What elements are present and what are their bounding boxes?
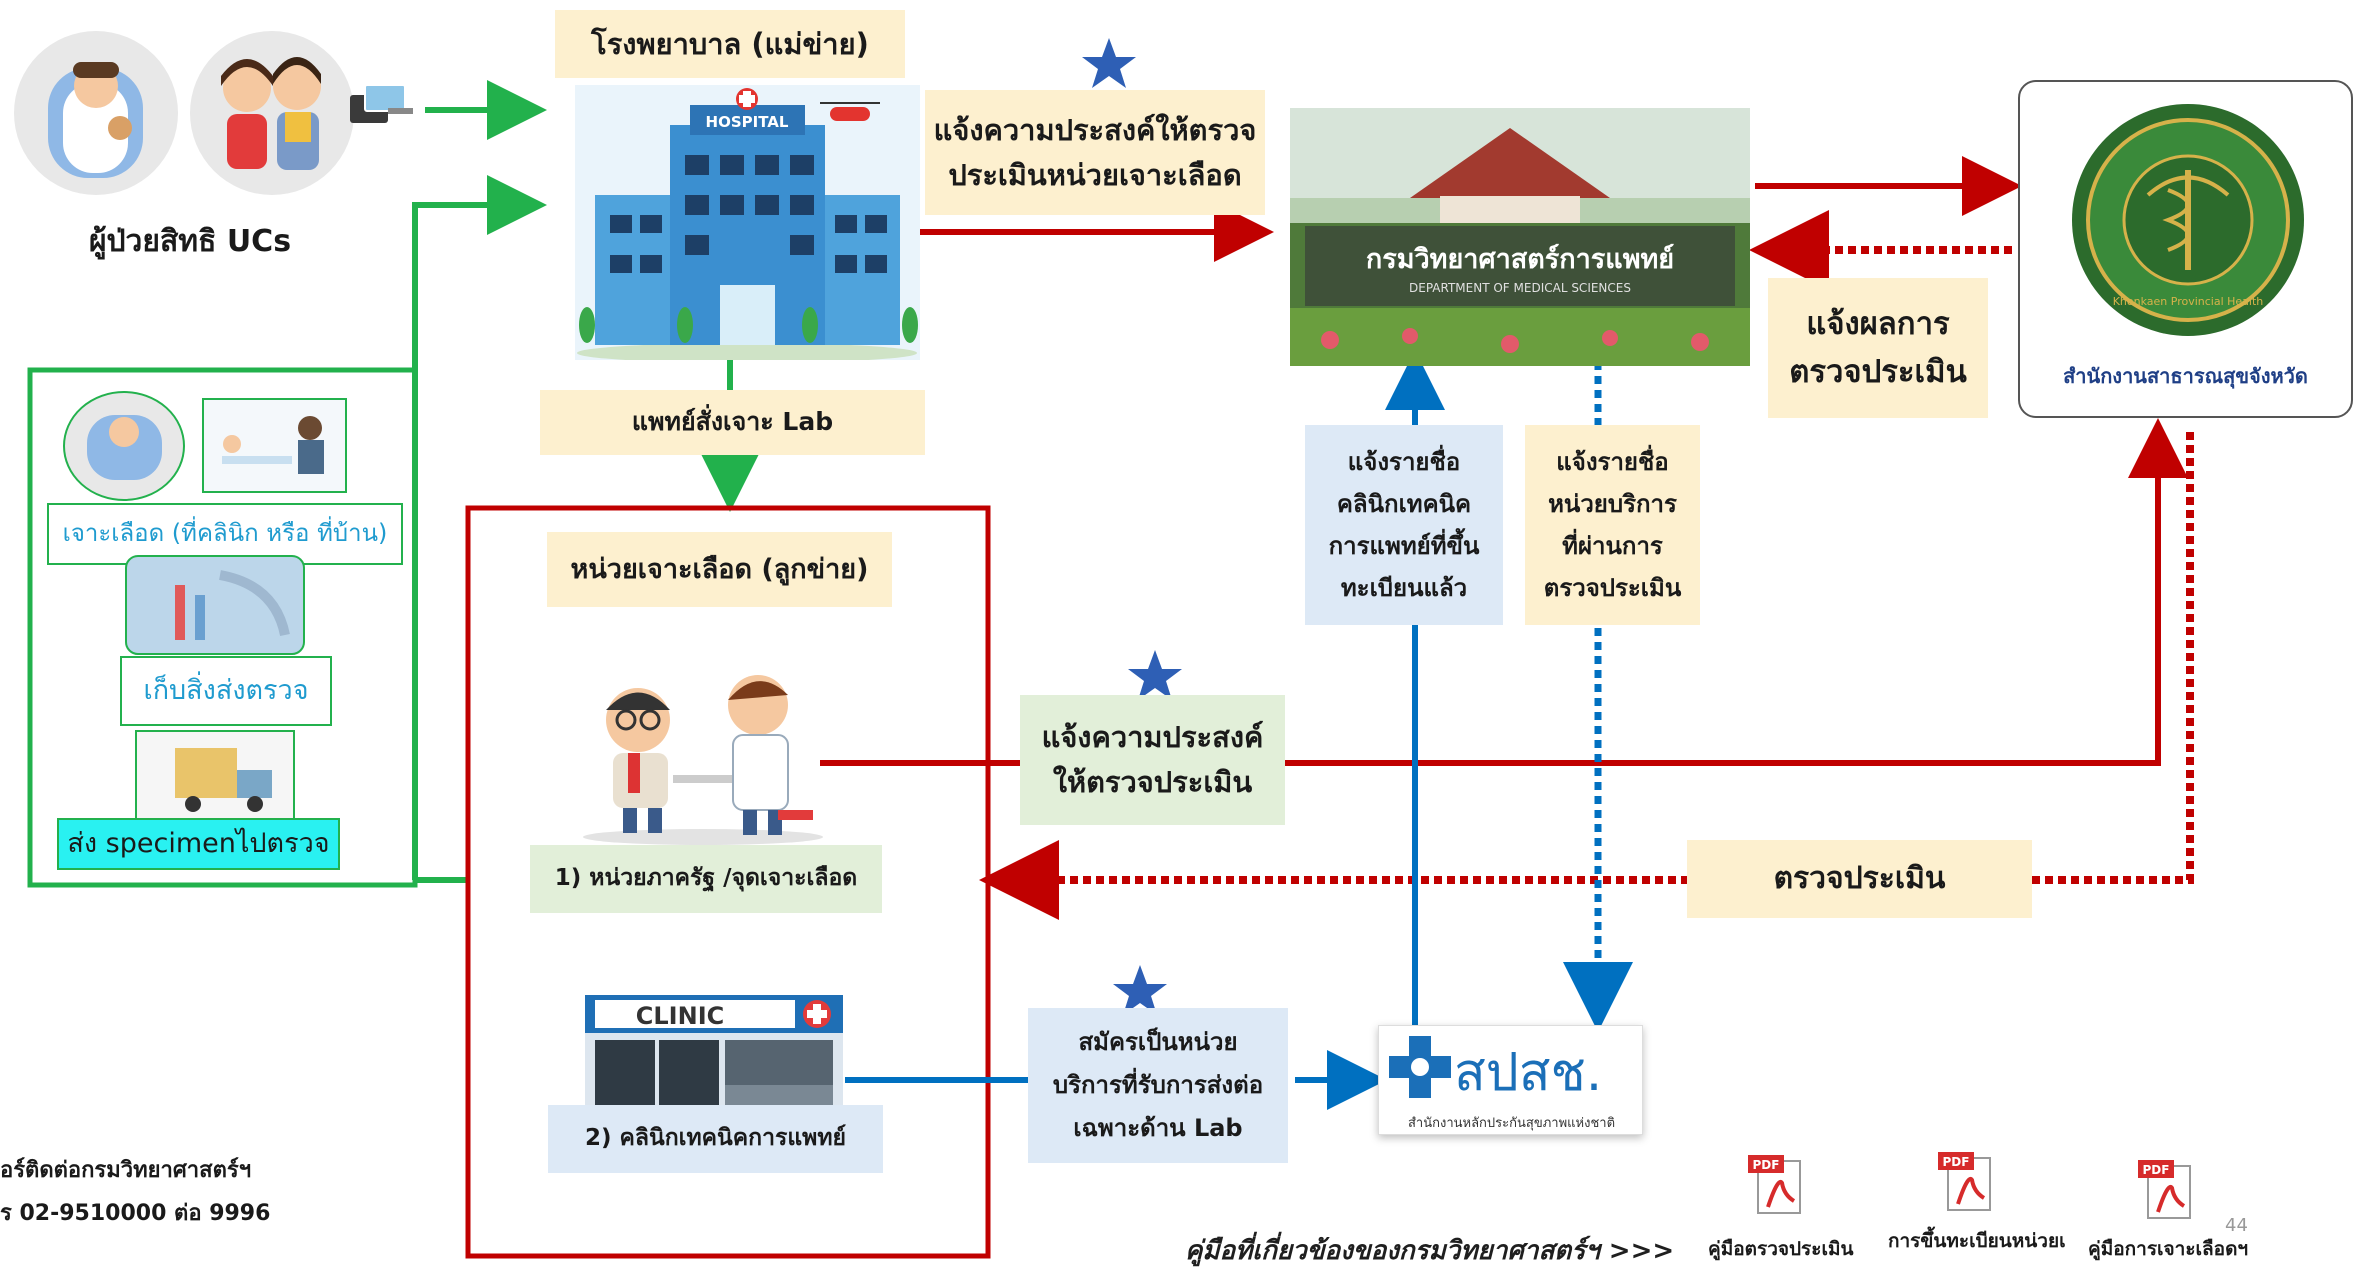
pdf-manual-register-label[interactable]: การขึ้นทะเบียนหน่วยเ <box>1888 1230 2066 1252</box>
public-unit-label: 1) หน่วยภาครัฐ /จุดเจาะเลือด <box>530 845 882 913</box>
notify-clinic-list-label: แจ้งรายชื่อคลินิกเทคนิค การแพทย์ที่ขึ้นท… <box>1305 425 1503 625</box>
contact-line-2: ร 02-9510000 ต่อ 9996 <box>0 1201 271 1226</box>
hospital-sign: HOSPITAL <box>706 113 789 131</box>
specimen-illustration <box>125 555 305 655</box>
arrow-panel-to-hospital <box>412 175 547 880</box>
patient-illustration <box>8 28 188 198</box>
svg-text:PDF: PDF <box>1753 1158 1780 1172</box>
pdf-manual-assess-label[interactable]: คู่มือตรวจประเมิน <box>1708 1238 1854 1260</box>
pdf-manual-assess[interactable]: PDF <box>1740 1155 1815 1223</box>
page-number: 44 <box>2225 1215 2248 1236</box>
notify-assess-label: แจ้งความประสงค์ให้ตรวจประเมิน <box>1020 695 1285 825</box>
contact-line-1: อร์ติดต่อกรมวิทยาศาสตร์ฯ <box>0 1158 252 1183</box>
register-label: สมัครเป็นหน่วยบริการที่รับการส่งต่อเฉพาะ… <box>1028 1008 1288 1163</box>
hospital-illustration: HOSPITAL <box>575 85 920 363</box>
nhso-logo-text: สปสช. <box>1454 1043 1603 1103</box>
star-icon <box>1128 650 1182 700</box>
delivery-truck-illustration <box>135 730 295 825</box>
draw-unit-title: หน่วยเจาะเลือด (ลูกข่าย) <box>547 532 892 607</box>
report-result-label: แจ้งผลการตรวจประเมิน <box>1768 278 1988 418</box>
order-lab-label: แพทย์สั่งเจาะ Lab <box>540 390 925 455</box>
hospital-title: โรงพยาบาล (แม่ข่าย) <box>555 10 905 78</box>
nhso-logo: สปสช. สำนักงานหลักประกันสุขภาพแห่งชาติ <box>1378 1025 1643 1135</box>
provincial-name: สำนักงานสาธารณสุขจังหวัด <box>2063 364 2308 388</box>
pdf-icon: PDF <box>2138 1160 2191 1219</box>
star-icon <box>1082 38 1136 88</box>
family-illustration <box>185 28 360 198</box>
id-card-reader-icon <box>345 80 420 135</box>
svg-text:PDF: PDF <box>1943 1155 1970 1169</box>
notify-dms-label: แจ้งความประสงค์ให้ตรวจประเมินหน่วยเจาะเล… <box>925 90 1265 215</box>
assess-label: ตรวจประเมิน <box>1687 840 2032 918</box>
svg-text:PDF: PDF <box>2143 1163 2170 1177</box>
nhso-subtitle: สำนักงานหลักประกันสุขภาพแห่งชาติ <box>1407 1116 1616 1131</box>
clinic-illustration: CLINIC <box>585 995 843 1115</box>
nhso-cross-icon <box>1389 1036 1451 1098</box>
send-specimen-label: ส่ง specimenไปตรวจ <box>57 818 340 870</box>
arrow-provincial-to-unit <box>979 432 2194 920</box>
pdf-icon: PDF <box>1938 1152 1991 1211</box>
pdf-manual-blood-label[interactable]: คู่มือการเจาะเลือดฯ <box>2088 1238 2249 1260</box>
star-icon <box>1113 965 1167 1015</box>
dms-photo: กรมวิทยาศาสตร์การแพทย์ DEPARTMENT OF MED… <box>1290 108 1750 366</box>
dms-sign-th: กรมวิทยาศาสตร์การแพทย์ <box>1366 243 1674 275</box>
notify-unit-list-label: แจ้งรายชื่อหน่วยบริการ ที่ผ่านการตรวจประ… <box>1525 425 1700 625</box>
dms-sign-en: DEPARTMENT OF MEDICAL SCIENCES <box>1409 281 1631 295</box>
manuals-caption: คู่มือที่เกี่ยวข้องของกรมวิทยาศาสตร์ฯ >>… <box>1185 1236 1675 1266</box>
pdf-manual-register[interactable]: PDF <box>1930 1152 2005 1220</box>
blood-draw-illustration <box>202 398 347 493</box>
patient-label: ผู้ป่วยสิทธิ UCs <box>88 224 292 259</box>
home-care-illustration <box>62 390 187 502</box>
provincial-seal-text: Khonkaen Provincial Health <box>2113 295 2264 308</box>
pdf-manual-blood[interactable]: PDF <box>2130 1160 2205 1228</box>
clinic-sign: CLINIC <box>636 1002 724 1030</box>
provincial-seal-icon: Khonkaen Provincial Health <box>2068 100 2308 340</box>
collect-label: เก็บสิ่งส่งตรวจ <box>120 656 332 726</box>
pdf-icon: PDF <box>1748 1155 1801 1214</box>
doctor-patient-illustration <box>578 665 828 845</box>
clinic-label: 2) คลินิกเทคนิคการแพทย์ <box>548 1105 883 1173</box>
provincial-card: Khonkaen Provincial Health สำนักงานสาธาร… <box>2018 80 2353 418</box>
